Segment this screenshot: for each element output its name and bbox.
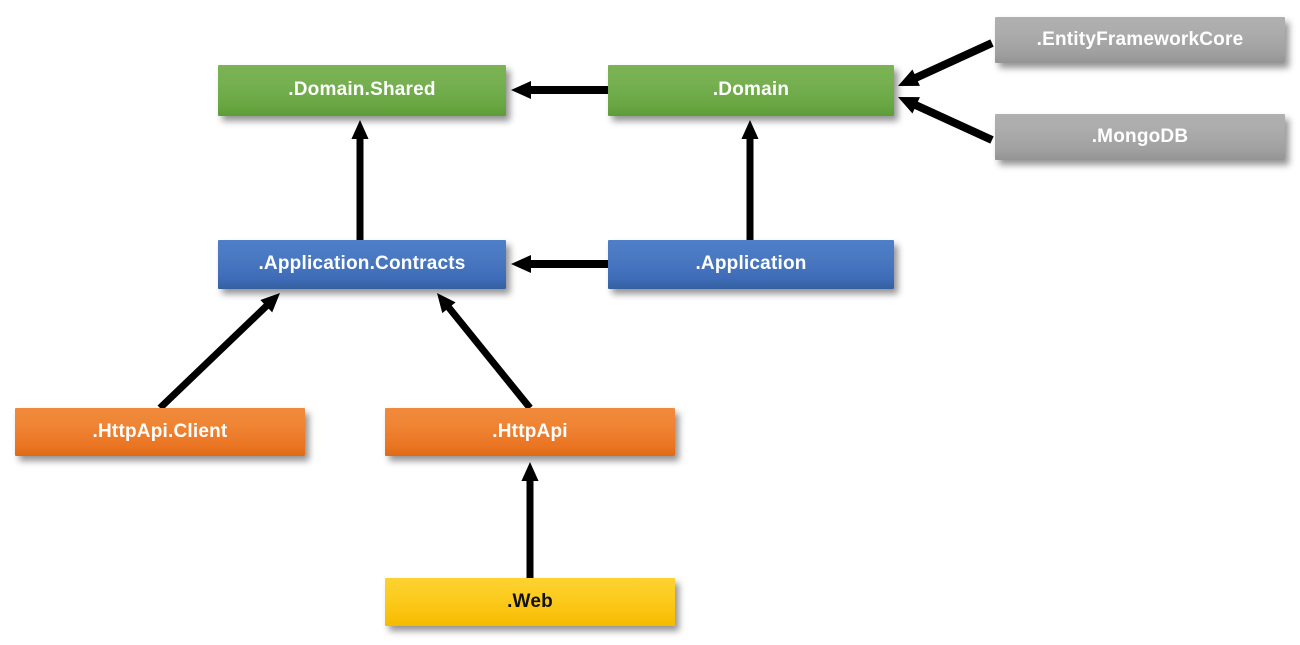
node-entity-framework-core[interactable]: .EntityFrameworkCore (995, 17, 1285, 63)
arrow-http-api-client-to-application-contracts (157, 293, 280, 411)
arrow-domain-to-domain-shared (511, 81, 608, 99)
node-mongodb[interactable]: .MongoDB (995, 114, 1285, 160)
node-label-application-contracts: .Application.Contracts (258, 253, 466, 275)
node-application[interactable]: .Application (608, 240, 894, 289)
node-label-http-api: .HttpApi (492, 420, 568, 442)
arrow-web-to-http-api (521, 462, 539, 578)
node-http-api[interactable]: .HttpApi (385, 408, 675, 456)
node-label-domain-shared: .Domain.Shared (288, 79, 436, 101)
arrow-http-api-to-application-contracts (437, 293, 533, 411)
node-web[interactable]: .Web (385, 578, 675, 626)
node-label-web: .Web (507, 590, 553, 612)
arrow-application-to-domain (741, 120, 759, 240)
arrow-application-to-application-contracts (511, 255, 608, 273)
node-application-contracts[interactable]: .Application.Contracts (218, 240, 506, 289)
node-label-application: .Application (695, 253, 807, 275)
node-domain[interactable]: .Domain (608, 65, 894, 116)
arrow-mongodb-to-domain (898, 97, 994, 144)
arrow-entityframeworkcore-to-domain (898, 39, 994, 86)
node-label-domain: .Domain (712, 79, 790, 101)
node-http-api-client[interactable]: .HttpApi.Client (15, 408, 305, 456)
node-label-http-api-client: .HttpApi.Client (92, 420, 228, 442)
node-label-mongodb: .MongoDB (1091, 125, 1189, 147)
node-label-entity-framework-core: .EntityFrameworkCore (1036, 28, 1244, 50)
arrow-application-contracts-to-domain-shared (351, 120, 369, 240)
node-domain-shared[interactable]: .Domain.Shared (218, 65, 506, 116)
